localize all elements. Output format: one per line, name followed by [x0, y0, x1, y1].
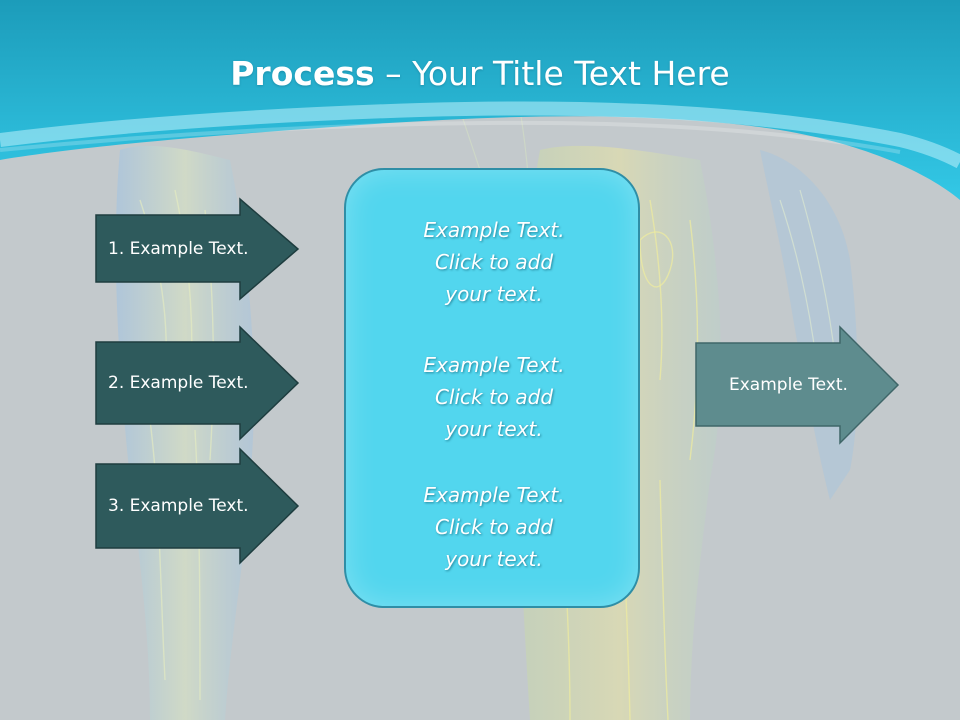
block-line: Click to add: [434, 250, 554, 274]
output-arrow[interactable]: Example Text.: [695, 325, 900, 445]
arrow-shape: [95, 197, 300, 301]
title-bold: Process: [230, 54, 375, 93]
block-line: your text.: [445, 417, 543, 441]
arrow-shape: [695, 325, 900, 445]
block-line: Click to add: [434, 385, 554, 409]
title-rest: – Your Title Text Here: [374, 54, 730, 93]
process-arrow-3[interactable]: 3. Example Text.: [95, 447, 300, 565]
process-arrow-1[interactable]: 1. Example Text.: [95, 197, 300, 301]
center-text-block-1[interactable]: Example Text. Click to add your text.: [346, 214, 642, 310]
block-line: your text.: [445, 282, 543, 306]
center-content-box[interactable]: Example Text. Click to add your text. Ex…: [344, 168, 640, 608]
arrow-label: Example Text.: [729, 375, 848, 395]
block-line: Example Text.: [423, 483, 565, 507]
arrow-shape: [95, 325, 300, 441]
arrow-label: 2. Example Text.: [108, 373, 249, 393]
center-text-block-2[interactable]: Example Text. Click to add your text.: [346, 349, 642, 445]
block-line: Example Text.: [423, 353, 565, 377]
block-line: your text.: [445, 547, 543, 571]
slide-title: Process – Your Title Text Here: [0, 52, 960, 96]
block-line: Click to add: [434, 515, 554, 539]
center-text-block-3[interactable]: Example Text. Click to add your text.: [346, 479, 642, 575]
process-arrow-2[interactable]: 2. Example Text.: [95, 325, 300, 441]
arrow-shape: [95, 447, 300, 565]
arrow-label: 1. Example Text.: [108, 239, 249, 259]
block-line: Example Text.: [423, 218, 565, 242]
arrow-label: 3. Example Text.: [108, 496, 249, 516]
